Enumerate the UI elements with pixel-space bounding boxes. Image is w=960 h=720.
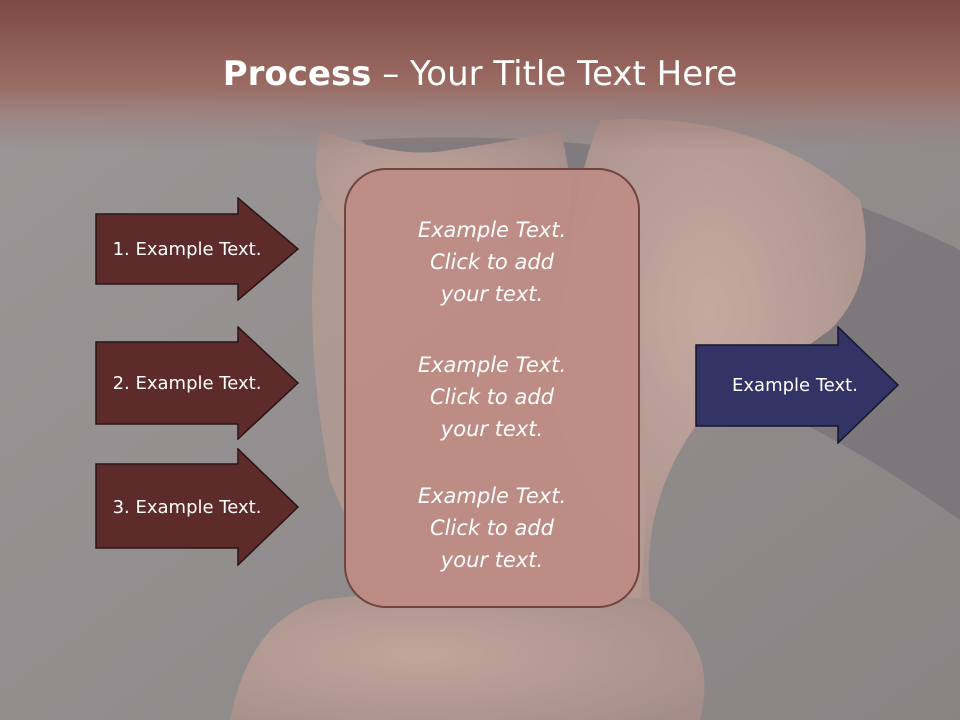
center-block-1-line3: your text. <box>440 282 544 306</box>
step-arrow-1: 1. Example Text. <box>95 197 300 301</box>
result-arrow: Example Text. <box>695 326 900 444</box>
center-block-1-line1: Example Text. <box>417 218 567 242</box>
center-block-3-line2: Click to add <box>429 516 554 540</box>
center-text-box[interactable]: Example Text. Click to add your text. Ex… <box>344 168 640 608</box>
arrow-shape <box>95 197 300 301</box>
title-rest-part: – Your Title Text Here <box>371 54 738 94</box>
step-arrow-3: 3. Example Text. <box>95 448 300 566</box>
step-arrow-2: 2. Example Text. <box>95 326 300 440</box>
center-block-2-line1: Example Text. <box>417 353 567 377</box>
center-block-2-line3: your text. <box>440 417 544 441</box>
arrow-shape <box>95 448 300 566</box>
arrow-shape <box>95 326 300 440</box>
center-block-3: Example Text. Click to add your text. <box>346 480 638 576</box>
step-label-3: 3. Example Text. <box>112 496 262 518</box>
step-label-1: 1. Example Text. <box>112 238 262 260</box>
center-block-3-line3: your text. <box>440 548 544 572</box>
arrow-shape <box>695 326 900 444</box>
center-block-2: Example Text. Click to add your text. <box>346 349 638 445</box>
center-block-1-line2: Click to add <box>429 250 554 274</box>
step-label-2: 2. Example Text. <box>112 372 262 394</box>
title-band <box>0 0 960 150</box>
center-block-3-line1: Example Text. <box>417 484 567 508</box>
center-block-1: Example Text. Click to add your text. <box>346 214 638 310</box>
title-bold-part: Process <box>222 54 372 94</box>
slide-title: Process – Your Title Text Here <box>0 52 960 96</box>
center-block-2-line2: Click to add <box>429 385 554 409</box>
result-label: Example Text. <box>732 374 858 396</box>
